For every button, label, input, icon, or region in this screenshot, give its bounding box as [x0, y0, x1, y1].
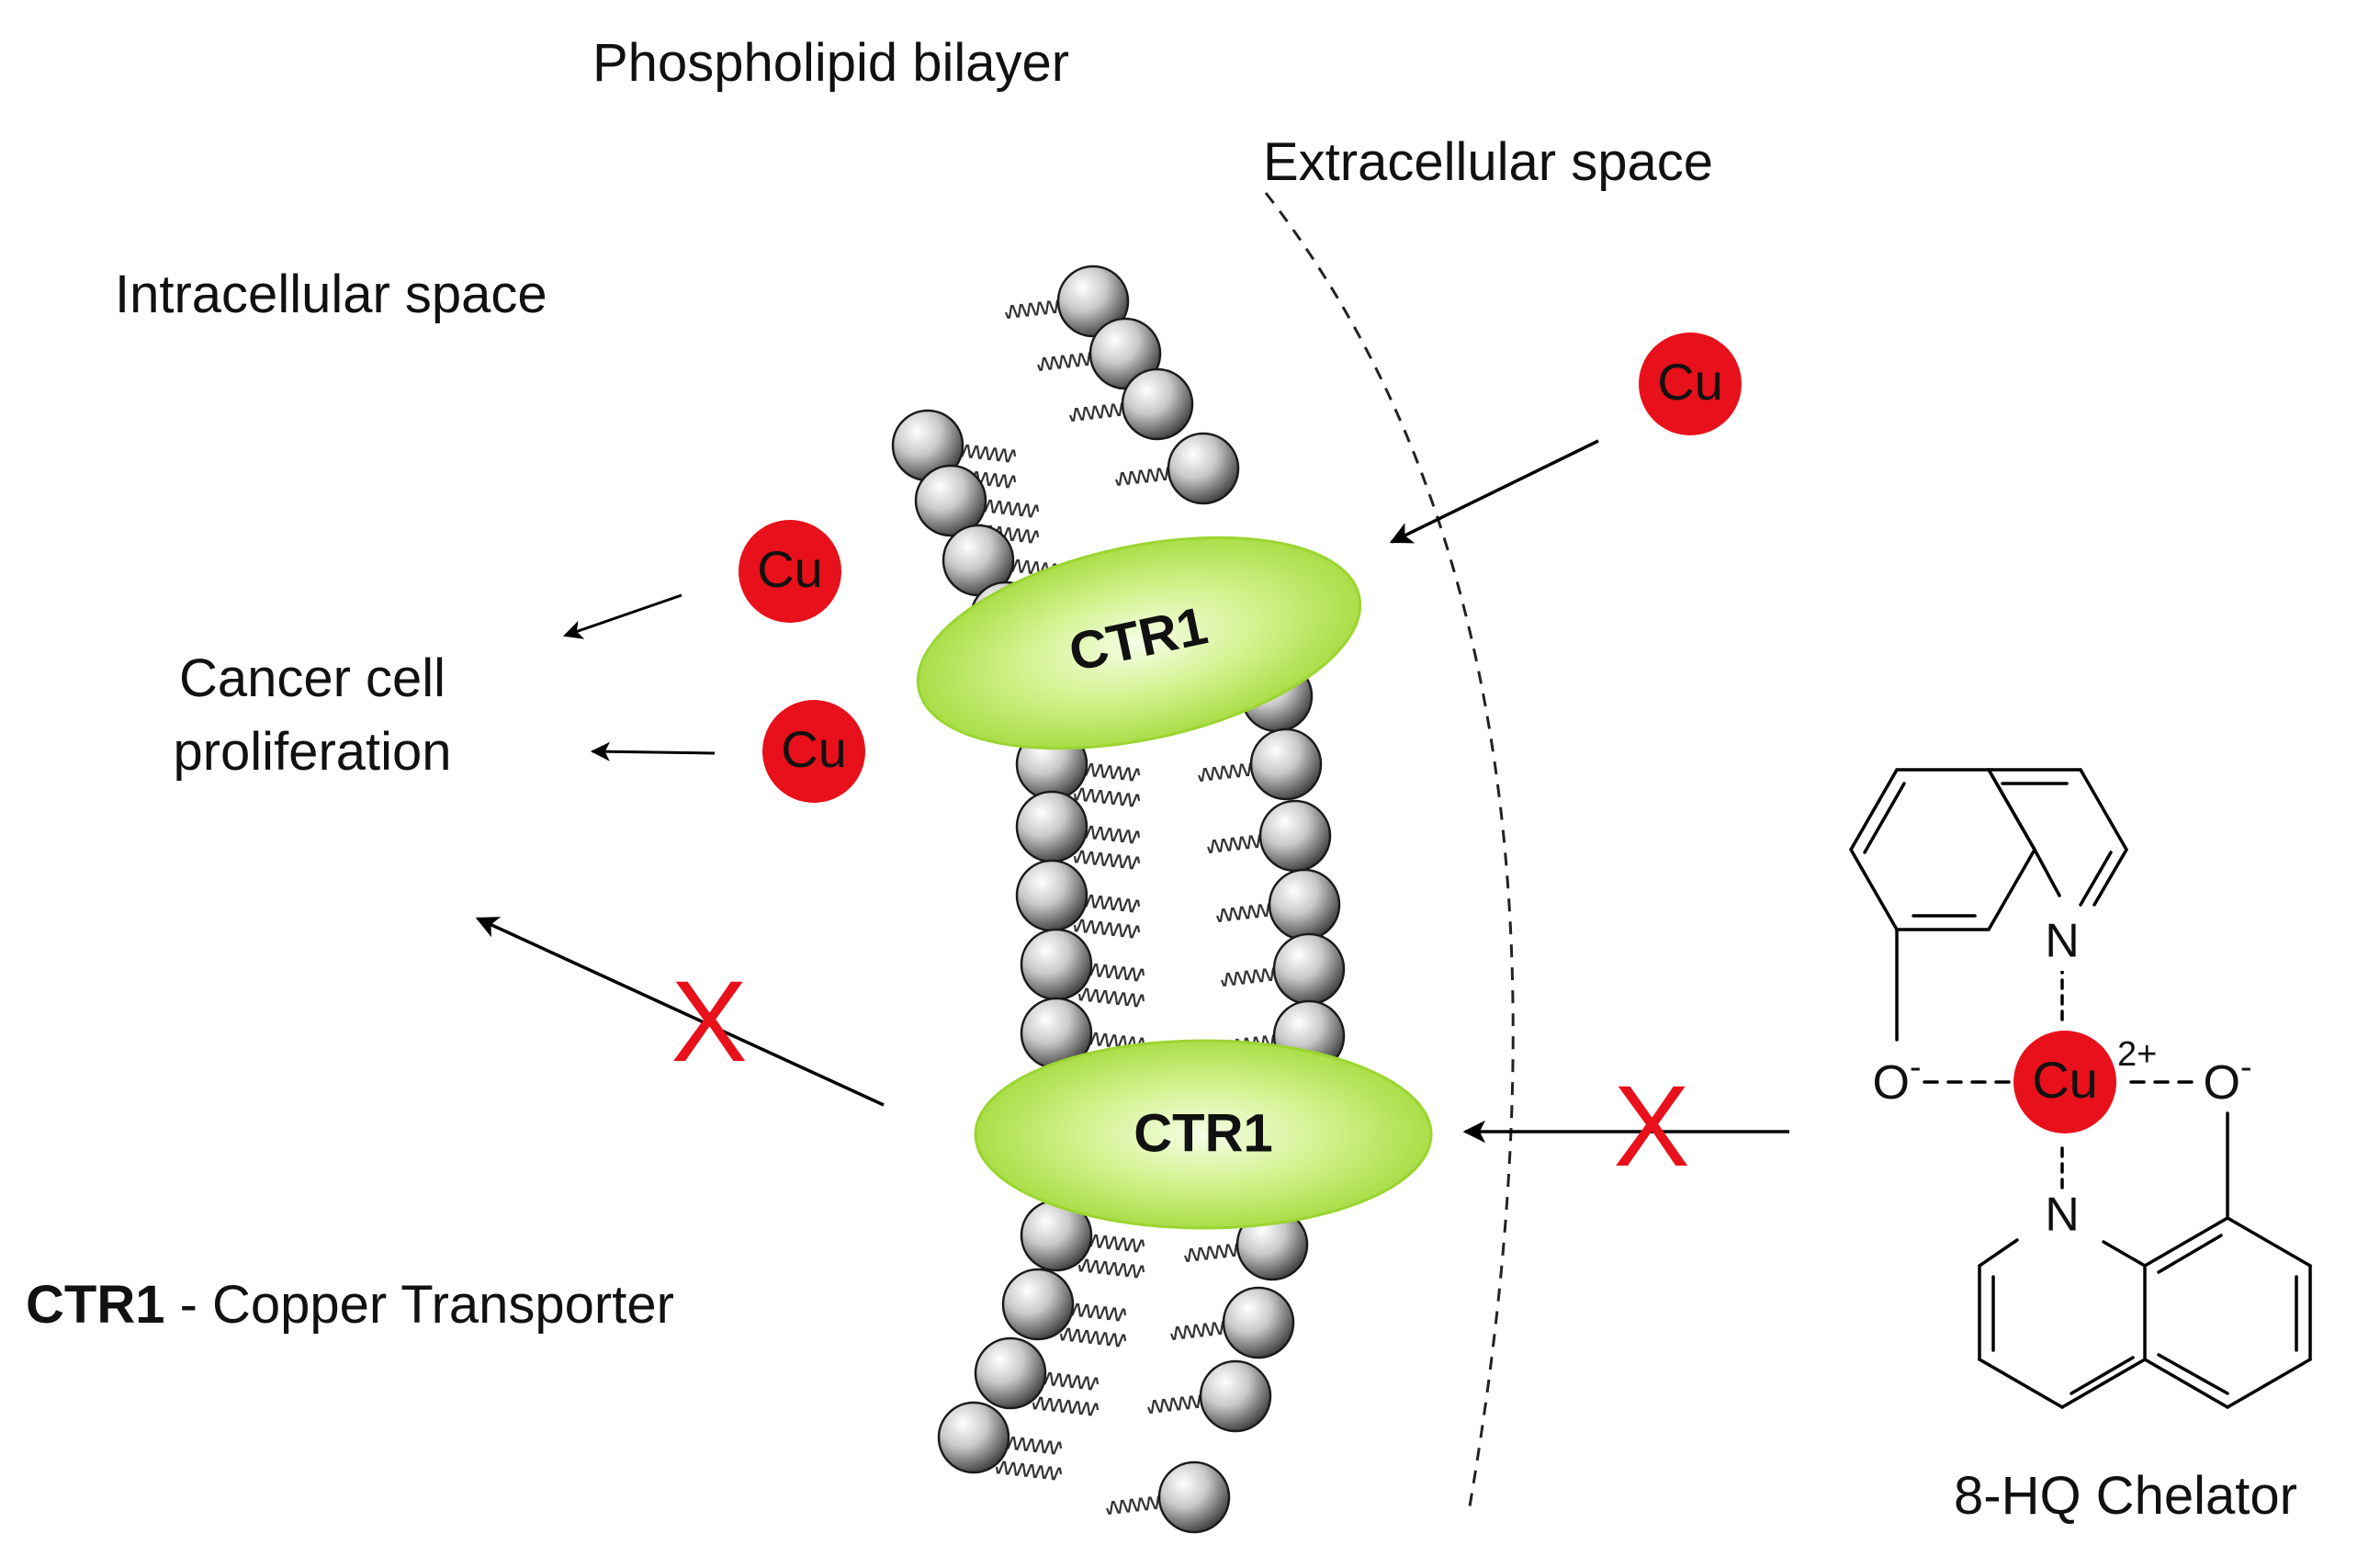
copper-ion-intracellular-1: Cu [739, 520, 841, 623]
lipid-tail-inner-11b [1032, 1396, 1100, 1416]
chelator-copper-center [2013, 1031, 2116, 1133]
lipid-head-inner-12 [937, 1401, 1010, 1474]
extracellular-space-label: Extracellular space [1263, 132, 1713, 192]
lipid-tail-inner-5b [1073, 850, 1141, 870]
lipid-head-outer-5 [1249, 727, 1323, 801]
lipid-head-outer-6 [1258, 799, 1332, 873]
copper-ion-extracellular: Cu [1639, 333, 1742, 435]
lipid-head-outer-3 [1167, 432, 1240, 505]
arrow-blocked-proliferation [475, 917, 885, 1107]
svg-text:Cu: Cu [757, 540, 823, 598]
block-mark-proliferation: X [671, 958, 747, 1086]
svg-text:Cu: Cu [1657, 353, 1723, 411]
lipid-tail-inner-12b [995, 1460, 1063, 1481]
chelator-structure [1848, 768, 2312, 1409]
block-mark-chelator: X [1613, 1063, 1689, 1190]
chelator-copper-charge: 2+ [2117, 1035, 2157, 1074]
copper-ion-intracellular-2: Cu [762, 700, 865, 803]
legend: CTR1 - Copper Transporter [26, 1275, 674, 1335]
lipid-tail-inner-7b [1077, 987, 1145, 1008]
lipid-head-outer-12 [1199, 1359, 1272, 1433]
lipid-head-inner-11 [974, 1336, 1047, 1410]
lipid-tail-inner-9b [1077, 1258, 1145, 1279]
chelator-label: 8-HQ Chelator [1954, 1466, 2297, 1526]
legend-term: CTR1 [26, 1275, 164, 1335]
lipid-head-outer-2 [1121, 367, 1194, 441]
phospholipid-bilayer-label: Phospholipid bilayer [592, 33, 1069, 93]
cell-boundary [1264, 192, 1515, 1507]
lipid-head-outer-0 [1056, 265, 1130, 338]
lipid-tail-inner-4b [1073, 787, 1141, 807]
ctr1-transporter-top: CTR1 [916, 536, 1362, 750]
phospholipid-bilayer [891, 265, 1346, 1534]
lipid-head-outer-7 [1268, 868, 1341, 941]
chelator-copper-label: Cu [2032, 1051, 2098, 1109]
lipid-head-inner-7 [1020, 928, 1093, 1001]
ctr1-label-bottom: CTR1 [1134, 1103, 1272, 1163]
lipid-head-outer-13 [1157, 1460, 1231, 1534]
chelator-oxygen-right: O- [2203, 1048, 2251, 1110]
legend-description: - Copper Transporter [164, 1275, 673, 1335]
arrow-cu-to-proliferation-1 [563, 593, 682, 639]
lipid-head-outer-11 [1222, 1286, 1295, 1359]
chelator-nitrogen-lower: N [2045, 1189, 2080, 1242]
lipid-head-inner-1 [914, 464, 987, 537]
arrow-cu-to-proliferation-2 [590, 741, 716, 761]
lipid-head-inner-5 [1015, 790, 1088, 863]
lipid-tail-inner-10b [1059, 1327, 1127, 1347]
ctr1-transporter-bottom: CTR1 [974, 1039, 1433, 1230]
svg-text:Cu: Cu [781, 720, 847, 778]
chelator-oxygen-left: O- [1872, 1048, 1921, 1110]
lipid-tail-inner-6b [1073, 919, 1141, 939]
lipid-head-inner-10 [1001, 1268, 1075, 1341]
cancer-cell-label: Cancer cell [179, 648, 446, 708]
proliferation-label: proliferation [173, 722, 451, 782]
intracellular-space-label: Intracellular space [115, 265, 547, 324]
arrow-cu-into-ctr1 [1389, 439, 1599, 544]
lipid-head-inner-6 [1015, 859, 1088, 932]
lipid-head-outer-8 [1272, 932, 1346, 1006]
chelator-nitrogen-upper: N [2045, 915, 2080, 968]
